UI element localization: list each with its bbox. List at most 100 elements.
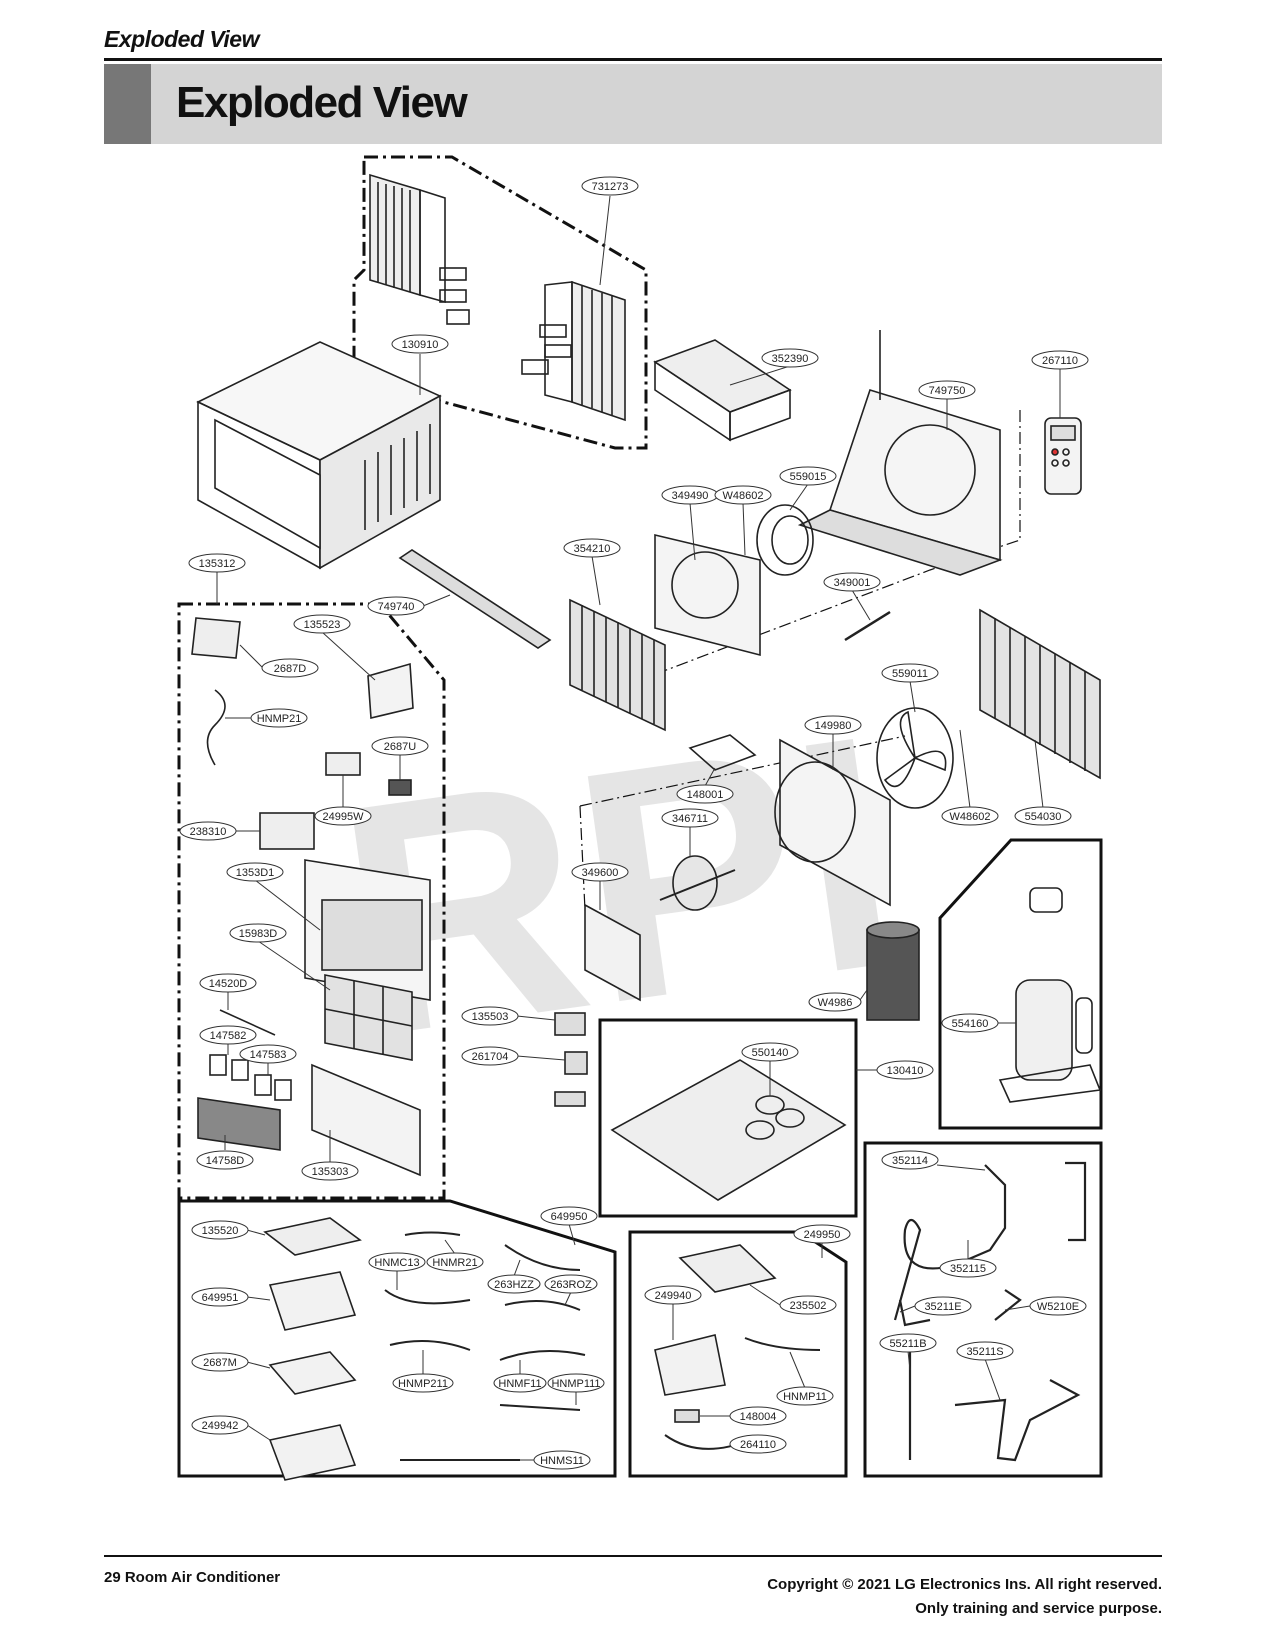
callout-W5210E: W5210E xyxy=(1037,1301,1079,1313)
motor-mount xyxy=(688,734,757,771)
capacitor-can xyxy=(866,921,920,1021)
callout-HNMR21: HNMR21 xyxy=(432,1257,477,1269)
callout-35211E: 35211E xyxy=(924,1301,961,1313)
condenser-coil xyxy=(979,608,1101,780)
callout-HNMS11: HNMS11 xyxy=(540,1455,584,1467)
relay-part xyxy=(554,1012,586,1036)
callout-749750: 749750 xyxy=(929,385,966,397)
vertical-louver xyxy=(197,1097,281,1151)
callout-352115: 352115 xyxy=(950,1263,986,1275)
box-connector xyxy=(674,1409,700,1423)
copyright-text: Copyright © 2021 LG Electronics Ins. All… xyxy=(767,1576,1162,1593)
control-pcb xyxy=(191,617,241,659)
cabinet xyxy=(196,341,442,570)
cover-plate xyxy=(263,1217,362,1256)
callout-1353D1: 1353D1 xyxy=(236,867,275,879)
box-cover xyxy=(678,1244,777,1293)
callout-554160: 554160 xyxy=(952,1018,989,1030)
callout-346711: 346711 xyxy=(672,813,708,825)
side-curtain-right xyxy=(544,280,626,422)
callout-15983D: 15983D xyxy=(239,928,278,940)
callout-249950: 249950 xyxy=(804,1229,841,1241)
callout-148004: 148004 xyxy=(740,1411,777,1423)
fan-shroud xyxy=(774,738,891,907)
callout-559015: 559015 xyxy=(790,471,827,483)
compressor xyxy=(998,887,1102,1103)
transformer-part xyxy=(564,1051,588,1075)
air-filter xyxy=(324,974,413,1061)
callout-130910: 130910 xyxy=(402,339,439,351)
wire-harnesses xyxy=(384,1231,586,1461)
callout-135503: 135503 xyxy=(472,1011,509,1023)
callout-HNMP11: HNMP11 xyxy=(783,1391,827,1403)
callout-349001: 349001 xyxy=(834,577,871,589)
propeller-fan xyxy=(876,707,954,809)
control-cover xyxy=(367,662,414,719)
box-harness xyxy=(744,1337,821,1351)
callout-147583: 147583 xyxy=(250,1049,287,1061)
callout-HNMP211: HNMP211 xyxy=(398,1378,448,1390)
panel-label xyxy=(259,812,315,850)
callout-263HZZ: 263HZZ xyxy=(494,1279,534,1291)
usage-notice: Only training and service purpose. xyxy=(915,1600,1162,1617)
remote-control xyxy=(1044,417,1082,495)
callout-135312: 135312 xyxy=(199,558,236,570)
callout-55211B: 55211B xyxy=(889,1338,926,1350)
callout-35211S: 35211S xyxy=(966,1346,1003,1358)
section-title-bar: Exploded View xyxy=(104,64,1162,144)
callout-2687D: 2687D xyxy=(274,663,306,675)
display-harness xyxy=(206,689,226,766)
callout-14520D: 14520D xyxy=(209,978,248,990)
box-housing xyxy=(654,1334,726,1396)
callout-HNMP111: HNMP111 xyxy=(551,1378,600,1390)
motor-bracket xyxy=(584,903,641,1002)
base-pan-group-outline xyxy=(598,1018,858,1218)
side-curtain-left xyxy=(369,173,446,304)
air-guide xyxy=(653,339,792,442)
filter-clip xyxy=(219,1009,276,1036)
callout-249942: 249942 xyxy=(202,1420,239,1432)
callout-264110: 264110 xyxy=(740,1439,776,1451)
callout-354210: 354210 xyxy=(574,543,611,555)
callout-HNMF11: HNMF11 xyxy=(498,1378,541,1390)
callout-24995W: 24995W xyxy=(323,811,365,823)
control-group-outline xyxy=(177,602,446,1200)
connector-part xyxy=(554,1091,586,1107)
display-pcb xyxy=(325,752,361,776)
callout-649950: 649950 xyxy=(551,1211,588,1223)
footer-notice-block: Copyright © 2021 LG Electronics Ins. All… xyxy=(767,1573,1162,1621)
callout-554030: 554030 xyxy=(1025,811,1062,823)
control-box xyxy=(268,1271,357,1331)
callout-263ROZ: 263ROZ xyxy=(550,1279,592,1291)
blower-wheel xyxy=(756,504,814,576)
thermistor xyxy=(844,610,891,642)
callout-149980: 149980 xyxy=(815,720,852,732)
evaporator-coil xyxy=(569,598,666,732)
callout-14758D: 14758D xyxy=(206,1155,245,1167)
base-pan xyxy=(610,1059,847,1201)
window-kit-group-outline xyxy=(352,155,648,450)
callout-235502: 235502 xyxy=(790,1300,827,1312)
callout-2687M: 2687M xyxy=(203,1357,237,1369)
callout-135303: 135303 xyxy=(312,1166,349,1178)
top-rail xyxy=(398,549,552,649)
title-accent-block xyxy=(104,64,151,144)
callout-352114: 352114 xyxy=(892,1155,928,1167)
callout-130410: 130410 xyxy=(887,1065,924,1077)
page-label: 29 Room Air Conditioner xyxy=(104,1569,281,1586)
header-rule xyxy=(104,58,1162,61)
section-title: Exploded View xyxy=(176,78,468,127)
callout-135523: 135523 xyxy=(304,619,341,631)
callout-HNMC13: HNMC13 xyxy=(374,1257,419,1269)
orifice-shroud xyxy=(654,533,761,657)
callout-352390: 352390 xyxy=(772,353,809,365)
assembly-line-fan xyxy=(579,735,906,807)
callout-2687U: 2687U xyxy=(384,741,416,753)
control-box-group-outline xyxy=(628,1230,848,1478)
electrical-group-outline xyxy=(177,1199,617,1478)
footer-rule xyxy=(104,1555,1162,1557)
callout-749740: 749740 xyxy=(378,601,415,613)
mounting-brackets xyxy=(439,267,572,375)
callout-249940: 249940 xyxy=(655,1290,692,1302)
